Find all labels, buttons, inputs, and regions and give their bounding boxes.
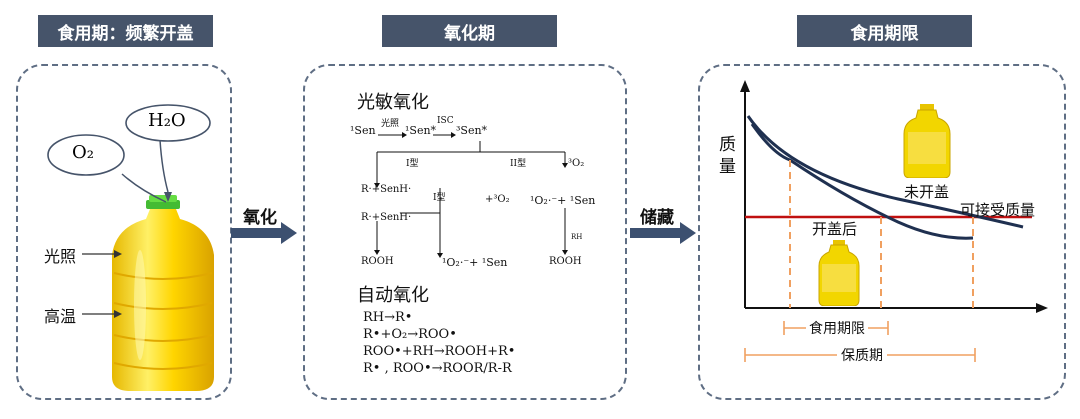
label-shelf-use: 食用期限 (806, 318, 868, 338)
label-opened: 开盖后 (812, 220, 858, 238)
header-stage2: 氧化期 (382, 15, 557, 47)
label-light: 光照 (44, 247, 77, 266)
quality-chart (740, 80, 1048, 362)
species-plus-3o2: +³O₂ (485, 194, 510, 205)
label-acceptable-quality: 可接受质量 (960, 201, 1036, 219)
species-sen1-star: ¹Sen* (405, 124, 437, 137)
species-rooh-right: ROOH (549, 256, 582, 267)
label-o2: O₂ (72, 142, 94, 163)
label-type1: I型 (406, 159, 419, 169)
right-arrow-icon (231, 222, 297, 244)
right-arrow-icon (630, 222, 696, 244)
arrow-right-icon (82, 250, 122, 258)
header-stage3: 食用期限 (797, 15, 972, 47)
species-r-senh-1: R·+SenH· (361, 184, 412, 195)
oil-bottle-icon (112, 195, 214, 391)
label-h2o: H₂O (148, 110, 186, 131)
curved-arrow-icon (121, 139, 172, 203)
species-o2-bottom: ¹O₂·⁻+ ¹Sen (442, 256, 508, 269)
sealed-bottle-icon (903, 104, 951, 178)
bubble-outline (125, 104, 211, 142)
arrow-right-icon (82, 310, 122, 318)
label-shelf-life: 保质期 (837, 345, 887, 365)
species-sen3-star: ³Sen* (456, 124, 488, 137)
y-axis-label-2: 量 (719, 157, 736, 177)
label-unopened: 未开盖 (904, 183, 950, 201)
label-light-step: 光照 (381, 119, 400, 129)
arrow-label-oxidation: 氧化 (243, 208, 277, 228)
species-sen1: ¹Sen (350, 124, 376, 137)
label-heat: 高温 (44, 307, 77, 326)
equation-4: R• , ROO•→ROOR/R-R (363, 361, 512, 376)
label-rh: RH (571, 233, 583, 241)
equation-3: ROO•+RH→ROOH+R• (363, 344, 516, 359)
title-autoxidation: 自动氧化 (357, 285, 429, 306)
species-3o2: ³O₂ (568, 158, 585, 169)
opened-bottle-icon (818, 240, 860, 306)
bubble-outline (47, 134, 125, 176)
equation-1: RH→R• (363, 310, 413, 325)
equation-2: R•+O₂→ROO• (363, 327, 457, 342)
panel-shelf-life (698, 64, 1066, 400)
y-axis-label-1: 质 (719, 135, 736, 155)
arrow-label-storage: 储藏 (640, 208, 674, 228)
species-rooh-left: ROOH (361, 256, 394, 267)
species-o2-radical-sen: ¹O₂·⁻+ ¹Sen (530, 194, 596, 207)
label-isc: ISC (437, 116, 454, 126)
panel-oxidation (303, 64, 627, 400)
title-photosensitized-oxidation: 光敏氧化 (357, 92, 429, 113)
reaction-scheme-lines (374, 132, 568, 258)
label-type1-mid: I型 (433, 193, 446, 203)
label-type2: II型 (510, 159, 527, 169)
header-stage1: 食用期：频繁开盖 (38, 15, 213, 47)
species-r-senh-2: R·+SenH· (361, 212, 412, 223)
